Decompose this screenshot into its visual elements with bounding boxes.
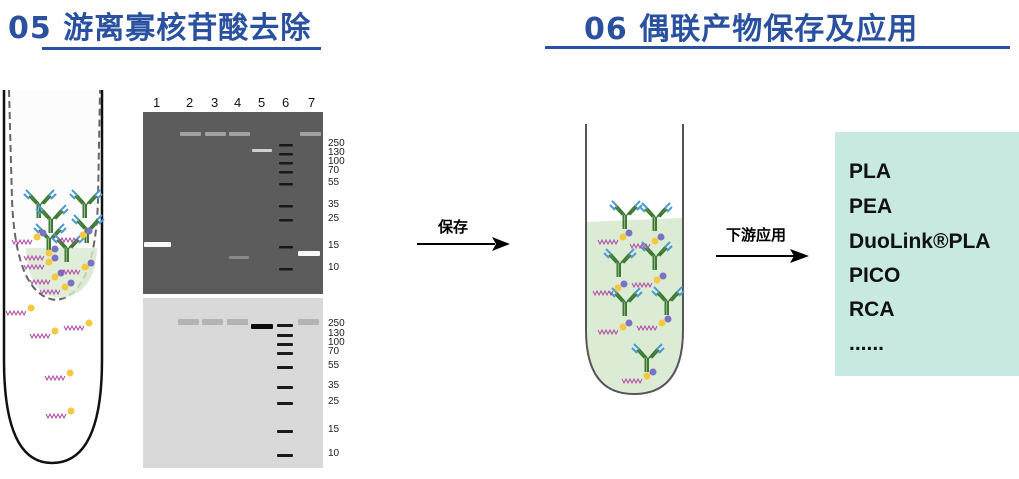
ladder-band: [277, 343, 293, 346]
mw-marker-label: 100: [328, 337, 345, 348]
free-oligo-icon: [29, 327, 59, 339]
mw-marker-label: 55: [328, 360, 340, 371]
application-item: PLA: [849, 160, 891, 183]
gel-band: [252, 149, 272, 152]
ladder-band: [279, 246, 293, 249]
mw-marker-label: 70: [328, 165, 340, 176]
lane-label: 5: [258, 95, 266, 110]
section-05-title: 05 游离寡核苷酸去除: [8, 11, 312, 46]
ladder-band: [277, 386, 293, 389]
ladder-band: [279, 219, 293, 222]
right-tube: [585, 124, 684, 396]
title-underline: [42, 47, 321, 50]
mw-marker-label: 10: [328, 262, 340, 273]
mw-marker-label: 25: [328, 396, 340, 407]
gel-band: [229, 256, 249, 259]
free-oligo-icon: [63, 319, 93, 331]
title-underline: [545, 46, 1010, 49]
application-item: PICO: [849, 264, 901, 287]
mw-marker-label: 250: [328, 138, 345, 149]
ladder-band: [277, 430, 293, 433]
ladder-band: [279, 268, 293, 271]
mw-marker-label: 55: [328, 177, 340, 188]
lane-label: 2: [186, 95, 194, 110]
ladder-band: [279, 183, 293, 186]
mw-marker-label: 35: [328, 199, 340, 210]
gel-band: [205, 132, 226, 136]
mw-marker-label: 25: [328, 213, 340, 224]
lane-label: 7: [308, 95, 316, 110]
mw-marker-label: 15: [328, 424, 340, 435]
lane-label: 1: [153, 95, 161, 110]
gel-band: [202, 319, 223, 325]
free-oligo-icon: [44, 369, 74, 381]
gel-band: [251, 324, 273, 329]
stained-gel: [143, 298, 323, 468]
free-oligo-icon: [45, 407, 75, 419]
mw-marker-label: 130: [328, 328, 345, 339]
application-item: ......: [849, 332, 885, 355]
gel-band: [298, 251, 320, 256]
arrow-storage: [417, 237, 510, 251]
application-item: DuoLink®PLA: [849, 230, 991, 253]
gel-band: [180, 132, 201, 136]
ladder-band: [279, 162, 293, 165]
ladder-band: [277, 352, 293, 355]
mw-marker-label: 250: [328, 318, 345, 329]
gel-band: [300, 132, 321, 136]
mw-marker-label: 35: [328, 380, 340, 391]
left-tube: [2, 90, 104, 465]
mw-marker-label: 70: [328, 346, 340, 357]
mw-marker-label: 15: [328, 240, 340, 251]
application-item: PEA: [849, 195, 893, 218]
fluorescent-gel: [143, 112, 323, 294]
ladder-band: [277, 402, 293, 405]
ladder-band: [279, 153, 293, 156]
mw-marker-label: 10: [328, 448, 340, 459]
lane-label: 6: [282, 95, 290, 110]
arrow-storage-label: 保存: [438, 218, 469, 236]
gel-band: [227, 319, 248, 325]
mw-marker-label: 130: [328, 147, 345, 158]
free-oligo-icon: [5, 304, 35, 316]
ladder-band: [277, 366, 293, 369]
mw-marker-label: 100: [328, 156, 345, 167]
arrow-downstream-label: 下游应用: [726, 226, 787, 244]
lane-label: 4: [234, 95, 242, 110]
gel-band: [144, 242, 171, 247]
ladder-band: [279, 205, 293, 208]
gel-band: [298, 319, 319, 325]
ladder-band: [279, 171, 293, 174]
ladder-band: [277, 454, 293, 457]
gel-band: [229, 132, 250, 136]
lane-label: 3: [211, 95, 219, 110]
section-06-title: 06 偶联产物保存及应用: [584, 12, 919, 47]
ladder-band: [279, 144, 293, 147]
gel-band: [178, 319, 199, 325]
ladder-band: [277, 324, 293, 327]
ladder-band: [277, 334, 293, 337]
applications-box: PLA PEA DuoLink®PLA PICO RCA ......: [835, 132, 1019, 376]
application-item: RCA: [849, 298, 895, 321]
liquid-layer: [587, 218, 682, 393]
arrow-downstream: [716, 249, 809, 263]
